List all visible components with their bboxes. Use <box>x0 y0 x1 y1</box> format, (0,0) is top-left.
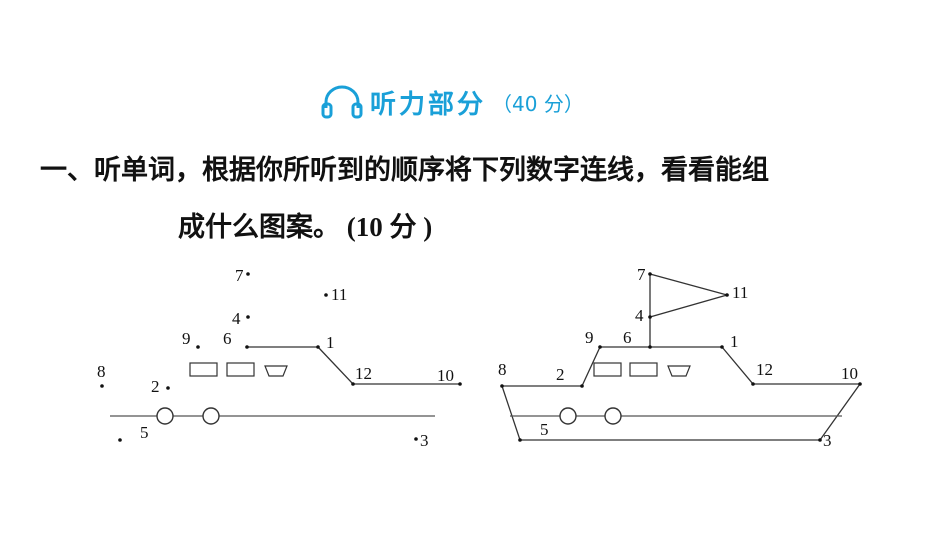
dot-5 <box>518 438 522 442</box>
window <box>189 362 218 377</box>
question-line-1: 一、听单词，根据你所听到的顺序将下列数字连线，看看能组 <box>40 155 769 186</box>
label-2: 2 <box>151 377 160 396</box>
dot-6 <box>648 345 652 349</box>
label-7: 7 <box>637 265 646 284</box>
label-8: 8 <box>97 362 106 381</box>
label-11: 11 <box>732 283 748 302</box>
label-6: 6 <box>623 328 632 347</box>
dot-9 <box>196 345 200 349</box>
dot-11 <box>324 293 328 297</box>
label-5: 5 <box>140 423 149 442</box>
label-12: 12 <box>756 360 773 379</box>
dot-4 <box>246 315 250 319</box>
dot-11 <box>725 293 729 297</box>
label-10: 10 <box>841 364 858 383</box>
label-9: 9 <box>585 328 594 347</box>
window <box>593 362 622 377</box>
label-8: 8 <box>498 360 507 379</box>
label-11: 11 <box>331 285 347 304</box>
question-score: (10 分 ) <box>340 212 433 242</box>
dot-5 <box>118 438 122 442</box>
label-1: 1 <box>326 333 335 352</box>
window <box>226 362 255 377</box>
label-4: 4 <box>232 309 241 328</box>
dot-3 <box>414 437 418 441</box>
dot-3 <box>818 438 822 442</box>
label-9: 9 <box>182 329 191 348</box>
dot-2 <box>166 386 170 390</box>
porthole <box>156 407 174 425</box>
porthole <box>559 407 577 425</box>
dot-10 <box>858 382 862 386</box>
dot-1 <box>720 345 724 349</box>
label-12: 12 <box>355 364 372 383</box>
dot-8 <box>500 384 504 388</box>
label-4: 4 <box>635 306 644 325</box>
flag-outline <box>649 273 730 318</box>
dot-9 <box>598 345 602 349</box>
label-10: 10 <box>437 366 454 385</box>
question-line-2-text: 成什么图案。 <box>178 212 340 243</box>
cabin-front <box>317 346 354 385</box>
label-7: 7 <box>235 266 244 285</box>
dot-7 <box>648 272 652 276</box>
dot-6 <box>245 345 249 349</box>
window <box>629 362 658 377</box>
dot-1 <box>316 345 320 349</box>
label-2: 2 <box>556 365 565 384</box>
section-title: 听力部分 <box>370 89 487 120</box>
section-score: （40 分） <box>492 91 584 116</box>
dot-4 <box>648 315 652 319</box>
dot-puzzle-figure: 7 11 4 9 6 1 8 2 12 10 5 3 <box>97 266 462 450</box>
dot-12 <box>751 382 755 386</box>
dot-2 <box>580 384 584 388</box>
label-3: 3 <box>420 431 429 450</box>
question-line-2: 成什么图案。 (10 分 ) <box>178 205 432 244</box>
hull-outline <box>501 346 862 441</box>
window <box>264 365 288 377</box>
dot-7 <box>246 272 250 276</box>
label-3: 3 <box>823 431 832 450</box>
label-6: 6 <box>223 329 232 348</box>
dot-8 <box>100 384 104 388</box>
window <box>667 365 691 377</box>
ship-answer-figure: 7 11 4 9 6 1 8 2 12 10 5 3 <box>498 265 862 450</box>
section-header: 听力部分 （40 分） <box>320 84 584 120</box>
dot-10 <box>458 382 462 386</box>
dot-12 <box>351 382 355 386</box>
headphone-icon <box>321 85 363 119</box>
porthole <box>202 407 220 425</box>
label-1: 1 <box>730 332 739 351</box>
porthole <box>604 407 622 425</box>
label-5: 5 <box>540 420 549 439</box>
